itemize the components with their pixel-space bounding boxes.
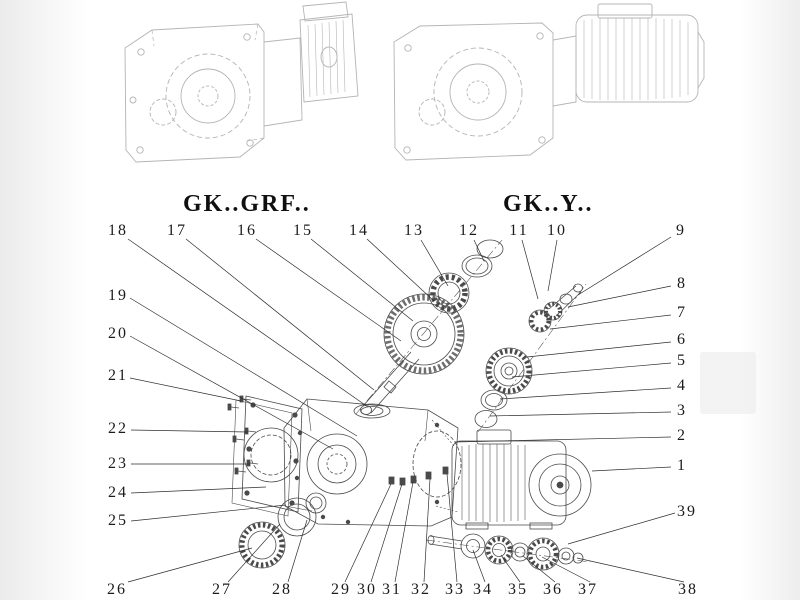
gear-housing [283,398,462,527]
mounting-flange-plate [231,395,303,517]
bevel-gear [485,347,533,395]
axis-line [477,283,587,433]
callout-4: 4 [677,377,687,394]
callout-15: 15 [293,222,313,239]
callout-21: 21 [108,367,128,384]
callout-26: 26 [107,581,127,598]
callout-11: 11 [509,222,529,239]
callout-29: 29 [331,581,351,598]
callout-31: 31 [382,581,402,598]
leader-lines [127,236,685,583]
callout-12: 12 [459,222,479,239]
callout-19: 19 [108,287,128,304]
axis-line [355,239,503,415]
callout-22: 22 [108,420,128,437]
callout-1: 1 [677,457,687,474]
alignment-dots [431,419,459,513]
shaft-seal-set [238,492,327,569]
electric-motor [451,429,592,530]
callout-23: 23 [108,455,128,472]
output-gear-and-shaft [360,293,465,415]
assembled-view-gk-y [393,3,705,161]
model-label-gk-y: GK..Y.. [503,191,594,217]
output-shaft-kit [427,533,584,571]
callout-6: 6 [677,331,687,348]
input-pinion-shaft [528,283,583,333]
callout-2: 2 [677,427,687,444]
callout-25: 25 [108,512,128,529]
model-label-gk-grf: GK..GRF.. [183,191,311,217]
callout-30: 30 [357,581,377,598]
callout-3: 3 [677,402,687,419]
callout-8: 8 [677,275,687,292]
callout-10: 10 [547,222,567,239]
callout-32: 32 [411,581,431,598]
callout-39: 39 [677,503,697,520]
roller-bearing [428,272,470,314]
callout-16: 16 [237,222,257,239]
callout-28: 28 [272,581,292,598]
callout-13: 13 [404,222,424,239]
callout-9: 9 [676,222,686,239]
exploded-view [227,239,592,571]
callout-17: 17 [167,222,187,239]
callout-20: 20 [108,325,128,342]
callout-36: 36 [543,581,563,598]
flange-bolts [227,395,259,475]
callout-18: 18 [108,222,128,239]
shim-rings [474,389,508,428]
scan-artifact [700,352,756,414]
callout-24: 24 [108,484,128,501]
callout-33: 33 [445,581,465,598]
callout-14: 14 [349,222,369,239]
retaining-rings [461,239,504,278]
mounting-bolts [388,466,449,486]
assembled-view-gk-grf [124,1,359,163]
callout-37: 37 [578,581,598,598]
callout-7: 7 [677,304,687,321]
callout-38: 38 [678,581,698,598]
callout-35: 35 [508,581,528,598]
callout-27: 27 [212,581,232,598]
callout-5: 5 [677,352,687,369]
callout-34: 34 [473,581,493,598]
